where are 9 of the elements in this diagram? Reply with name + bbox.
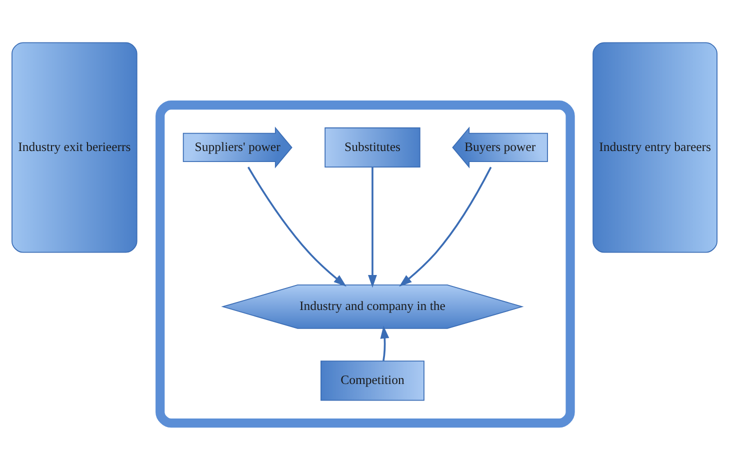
node-box: Industry exit berieerrs [12,42,138,253]
cluster [156,100,575,428]
node-box: Competition [320,360,424,401]
arrow [368,167,377,288]
node-box: Industry entry bareers [592,42,718,253]
arrow [247,166,346,287]
arrow [380,326,390,362]
arrow [399,166,492,287]
node-box: Substitutes [324,127,420,168]
